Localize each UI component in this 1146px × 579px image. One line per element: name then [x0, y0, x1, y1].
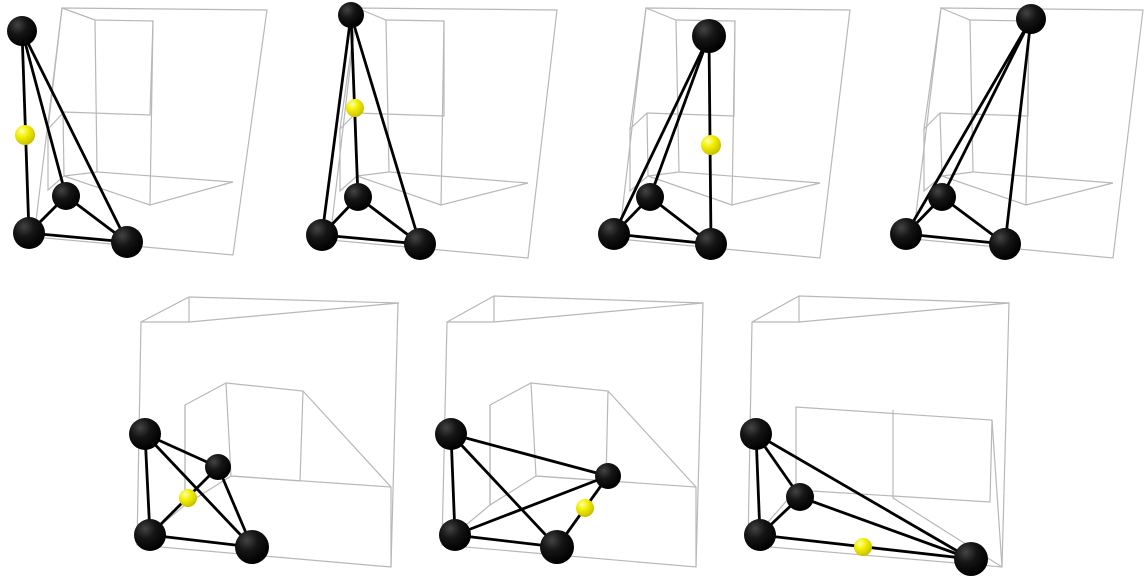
vertex-node [744, 519, 776, 551]
vertex-node [740, 418, 772, 450]
panel-3 [598, 7, 851, 260]
panel-5 [129, 296, 400, 568]
vertex-node [13, 217, 45, 249]
vertex-node [636, 183, 664, 211]
panel-6 [435, 295, 704, 568]
wireframe-cube [912, 7, 1144, 259]
highlight-node [15, 125, 35, 145]
vertex-node [595, 463, 621, 489]
tetrahedron-edges [612, 35, 713, 246]
vertex-node [129, 418, 161, 450]
vertex-node [306, 219, 338, 251]
vertex-node [111, 226, 143, 258]
highlight-node [701, 135, 721, 155]
vertex-node [928, 183, 956, 211]
vertex-node [439, 519, 471, 551]
wireframe-cube [33, 7, 268, 256]
highlight-node [576, 499, 594, 517]
vertex-node [786, 483, 814, 511]
tetrahedron-edges [904, 18, 1033, 246]
wireframe-cube [329, 7, 558, 259]
vertex-node [435, 418, 467, 450]
highlight-node [854, 538, 872, 556]
vertex-node [52, 182, 80, 210]
vertex-node [954, 542, 988, 576]
panel-4 [890, 4, 1144, 260]
tetrahedron-edges [449, 432, 610, 549]
vertex-node [692, 19, 726, 53]
wireframe-cube [136, 296, 400, 568]
vertex-node [598, 218, 630, 250]
vertex-node [695, 228, 727, 260]
wireframe-cube [618, 7, 851, 259]
tetrahedron-edges [320, 14, 422, 246]
wireframe-cube [747, 295, 1010, 568]
vertex-node [7, 16, 37, 46]
panel-1 [7, 7, 268, 258]
vertex-node [235, 530, 269, 564]
vertex-node [1016, 4, 1046, 34]
vertex-node [344, 183, 372, 211]
vertex-node [540, 530, 574, 564]
vertex-node [338, 2, 364, 28]
vertex-node [134, 519, 166, 551]
vertex-node [890, 218, 922, 250]
highlight-node [179, 489, 197, 507]
vertex-node [205, 454, 231, 480]
highlight-node [346, 99, 364, 117]
vertex-node [989, 228, 1021, 260]
vertex-node [404, 228, 436, 260]
panel-7 [740, 295, 1010, 576]
panel-2 [306, 2, 558, 260]
